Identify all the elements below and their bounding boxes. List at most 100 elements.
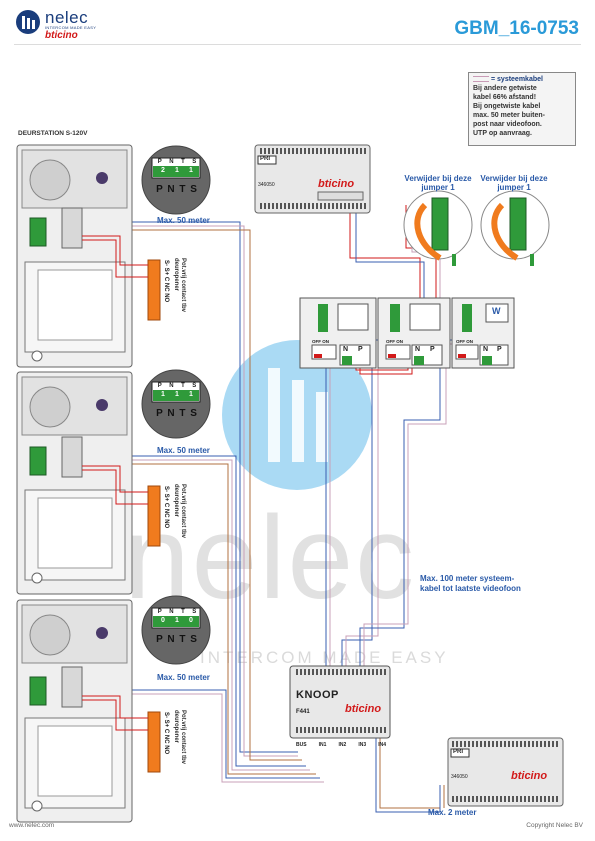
- knoop-port: IN1: [318, 742, 327, 748]
- watermark-logo-bar: [316, 392, 328, 462]
- legend-key: = systeemkabel: [473, 75, 571, 84]
- dip-header: N: [169, 609, 174, 615]
- terminal-label: NO: [163, 745, 169, 755]
- vp3-n: N: [483, 346, 489, 353]
- videophone-3[interactable]: [451, 297, 515, 369]
- psu-model: 346050: [258, 182, 275, 188]
- contact-label-1: Pot.vrij contact tbv deuropener: [173, 258, 186, 313]
- psu-bottom-tag: PRI: [453, 749, 464, 755]
- legend-line: max. 50 meter buiten-: [473, 112, 545, 119]
- knoop-port: IN3: [358, 742, 367, 748]
- dip-value: 1: [189, 391, 193, 398]
- contact-block-1: [147, 259, 161, 321]
- terminal-label: S-: [163, 260, 169, 266]
- dip-header: T: [181, 383, 185, 389]
- videophone-2[interactable]: [377, 297, 451, 369]
- dip-value: 2: [161, 167, 165, 174]
- footer-url[interactable]: www.nelec.com: [9, 822, 55, 829]
- document-id: GBM_16-0753: [454, 18, 579, 39]
- jumper-zoom-1: [403, 190, 473, 266]
- watermark-logo-bar: [292, 380, 304, 462]
- max-100-label: Max. 100 meter systeem- kabel tot laatst…: [420, 574, 521, 593]
- dip-header: S: [192, 609, 197, 615]
- terminal-label: S+: [163, 267, 169, 276]
- legend-line: Bij andere getwiste: [473, 85, 537, 92]
- dip-value: 1: [175, 167, 179, 174]
- max-2-label: Max. 2 meter: [428, 808, 477, 817]
- watermark-tagline: INTERCOM MADE EASY: [200, 648, 449, 667]
- psu-bottom-brand: bticino: [511, 770, 548, 782]
- terminal-label: NC: [163, 282, 169, 292]
- dip-caption-3: P N T S: [156, 634, 198, 645]
- knoop-port: BUS: [296, 742, 307, 748]
- terminal-label: S+: [163, 719, 169, 728]
- dip-value: 1: [175, 391, 179, 398]
- vp1-p: P: [358, 346, 363, 353]
- contact-block-3: [147, 711, 161, 773]
- legend-box: = systeemkabel Bij andere getwiste kabel…: [468, 72, 576, 146]
- dip-value: 1: [175, 617, 179, 624]
- terminal-label: S+: [163, 493, 169, 502]
- vp1-n: N: [343, 346, 349, 353]
- psu-bottom-model: 346050: [451, 774, 468, 780]
- legend-line: kabel 66% afstand!: [473, 94, 537, 101]
- dip-header: S: [192, 383, 197, 389]
- legend-line: Bij ongetwiste kabel: [473, 103, 541, 110]
- dip-header: T: [181, 159, 185, 165]
- psu-brand: bticino: [318, 178, 355, 190]
- dip-values-2: 1 1 1: [156, 391, 198, 398]
- brand-logo-bar: [22, 16, 25, 29]
- dip-value: 0: [161, 617, 165, 624]
- power-supply-bottom[interactable]: [447, 737, 564, 807]
- knoop-module[interactable]: [289, 665, 391, 739]
- vp3-p: P: [497, 346, 502, 353]
- vp2-switch: OFF ON: [386, 339, 403, 344]
- dip-headers-3: P N T S: [154, 609, 200, 615]
- dip-value: 0: [189, 617, 193, 624]
- contact-terminals-3: S- S+ C NC NO: [162, 712, 170, 754]
- dip-zoom-3: [141, 595, 211, 665]
- door-station-3[interactable]: [16, 599, 133, 823]
- videophone-1[interactable]: [299, 297, 377, 369]
- section-title: DEURSTATION S-120V: [18, 130, 88, 137]
- power-supply-top[interactable]: [254, 144, 371, 214]
- dip-caption-2: P N T S: [156, 408, 198, 419]
- brand-name[interactable]: nelec: [45, 8, 89, 27]
- cables: [82, 205, 463, 813]
- jumper-zoom-2: [480, 190, 550, 266]
- knoop-brand: bticino: [345, 703, 382, 715]
- dip-headers-2: P N T S: [154, 383, 200, 389]
- terminal-label: NO: [163, 519, 169, 529]
- terminal-label: NC: [163, 734, 169, 744]
- distance-label-3: Max. 50 meter: [157, 673, 210, 682]
- door-station-2[interactable]: [16, 371, 133, 595]
- knoop-ports: BUS IN1 IN2 IN3 IN4: [296, 742, 386, 748]
- dip-header: P: [157, 159, 162, 165]
- legend-key-text: = systeemkabel: [491, 76, 543, 83]
- dip-value: 1: [189, 167, 193, 174]
- terminal-label: C: [163, 728, 169, 734]
- dip-header: P: [157, 609, 162, 615]
- vp2-p: P: [430, 346, 435, 353]
- dip-header: P: [157, 383, 162, 389]
- legend-line: UTP op aanvraag.: [473, 130, 533, 137]
- terminal-label: NO: [163, 293, 169, 303]
- distance-label-2: Max. 50 meter: [157, 446, 210, 455]
- contact-label-2: Pot.vrij contact tbv deuropener: [173, 484, 186, 539]
- dip-header: N: [169, 159, 174, 165]
- dip-value: 1: [161, 391, 165, 398]
- brand-logo-bar: [32, 20, 35, 29]
- knoop-port: IN2: [338, 742, 347, 748]
- dip-header: S: [192, 159, 197, 165]
- brand-logo-bar: [27, 18, 30, 29]
- door-station-1[interactable]: [16, 144, 133, 368]
- vp3-switch: OFF ON: [456, 339, 473, 344]
- contact-block-2: [147, 485, 161, 547]
- knoop-model: F441: [296, 709, 310, 715]
- distance-label-1: Max. 50 meter: [157, 216, 210, 225]
- jumper-label-1: Verwijder bij deze jumper 1: [404, 174, 472, 192]
- dip-caption-1: P N T S: [156, 184, 198, 195]
- contact-label-3: Pot.vrij contact tbv deuropener: [173, 710, 186, 765]
- jumper-label-2: Verwijder bij deze jumper 1: [480, 174, 548, 192]
